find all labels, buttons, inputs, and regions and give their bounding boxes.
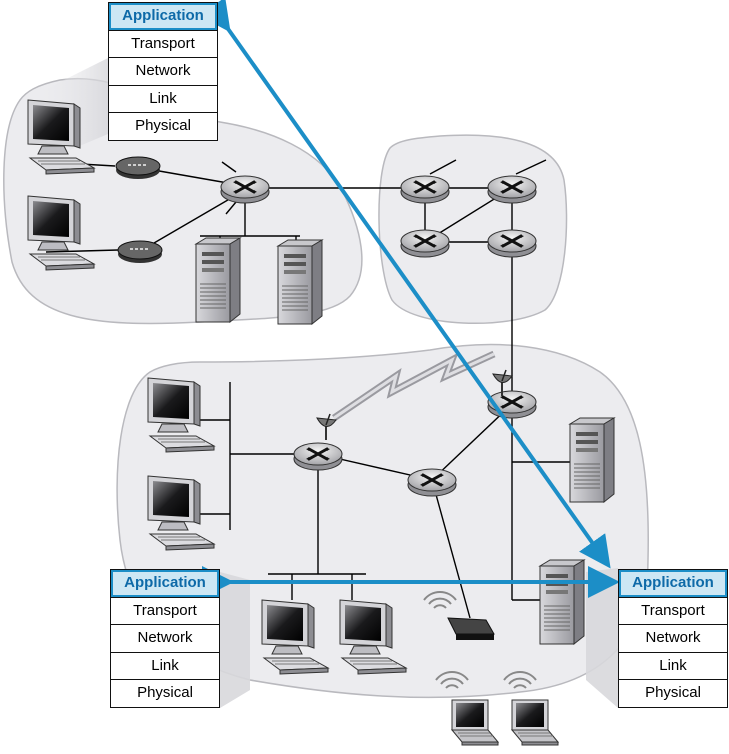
stack-layer-application: Application xyxy=(111,570,219,597)
server-icon xyxy=(539,559,585,645)
server-icon xyxy=(195,237,241,323)
router-icon xyxy=(486,228,538,259)
protocol-stack: Application Transport Network Link Physi… xyxy=(108,2,218,141)
protocol-stack: Application Transport Network Link Physi… xyxy=(110,569,220,708)
protocol-stack: Application Transport Network Link Physi… xyxy=(618,569,728,708)
router-icon xyxy=(399,228,451,259)
wireless-access-point-icon xyxy=(423,591,495,640)
stack-layer-link: Link xyxy=(109,84,217,113)
stack-layer-network: Network xyxy=(109,57,217,85)
stack-layer-physical: Physical xyxy=(109,112,217,140)
router-icon xyxy=(406,467,458,498)
modem-icon xyxy=(117,240,163,264)
modem-icon xyxy=(115,156,161,180)
server-icon xyxy=(277,239,323,325)
stack-layer-application: Application xyxy=(109,3,217,30)
stack-layer-transport: Transport xyxy=(111,596,219,625)
stack-layer-physical: Physical xyxy=(619,679,727,707)
stack-layer-network: Network xyxy=(111,624,219,652)
stack-layer-physical: Physical xyxy=(111,679,219,707)
router-icon xyxy=(486,174,538,205)
stack-layer-link: Link xyxy=(111,651,219,680)
stack-layer-application: Application xyxy=(619,570,727,597)
server-icon xyxy=(569,417,615,503)
router-icon xyxy=(292,441,344,472)
stack-layer-transport: Transport xyxy=(619,596,727,625)
stack-layer-transport: Transport xyxy=(109,29,217,58)
stack-layer-network: Network xyxy=(619,624,727,652)
logical-communication-arrows xyxy=(199,0,620,598)
router-icon xyxy=(219,174,271,205)
stack-layer-link: Link xyxy=(619,651,727,680)
router-icon xyxy=(399,174,451,205)
